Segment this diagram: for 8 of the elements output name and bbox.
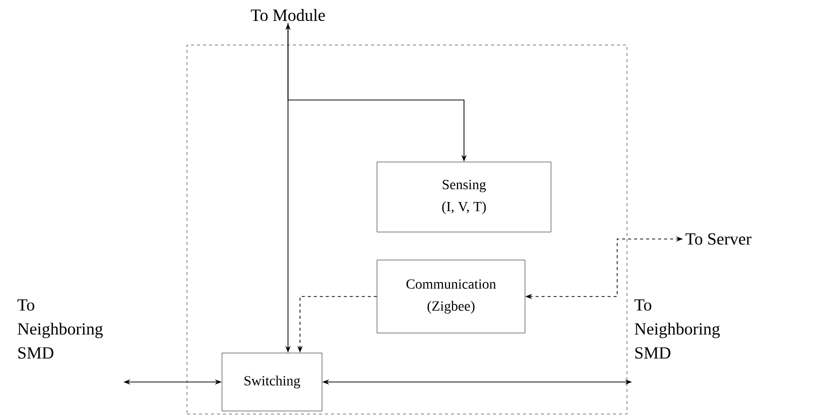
port-label: To Server [686,233,752,245]
port-label: To Module [250,9,325,21]
dashed-frame [186,44,628,414]
port-label: To Neighboring SMD [18,299,103,359]
process-box: Communication (Zigbee) [376,260,526,334]
port-label: To Neighboring SMD [634,299,720,359]
process-box: Sensing (I, V, T) [376,162,552,232]
process-box: Switching [222,352,322,412]
